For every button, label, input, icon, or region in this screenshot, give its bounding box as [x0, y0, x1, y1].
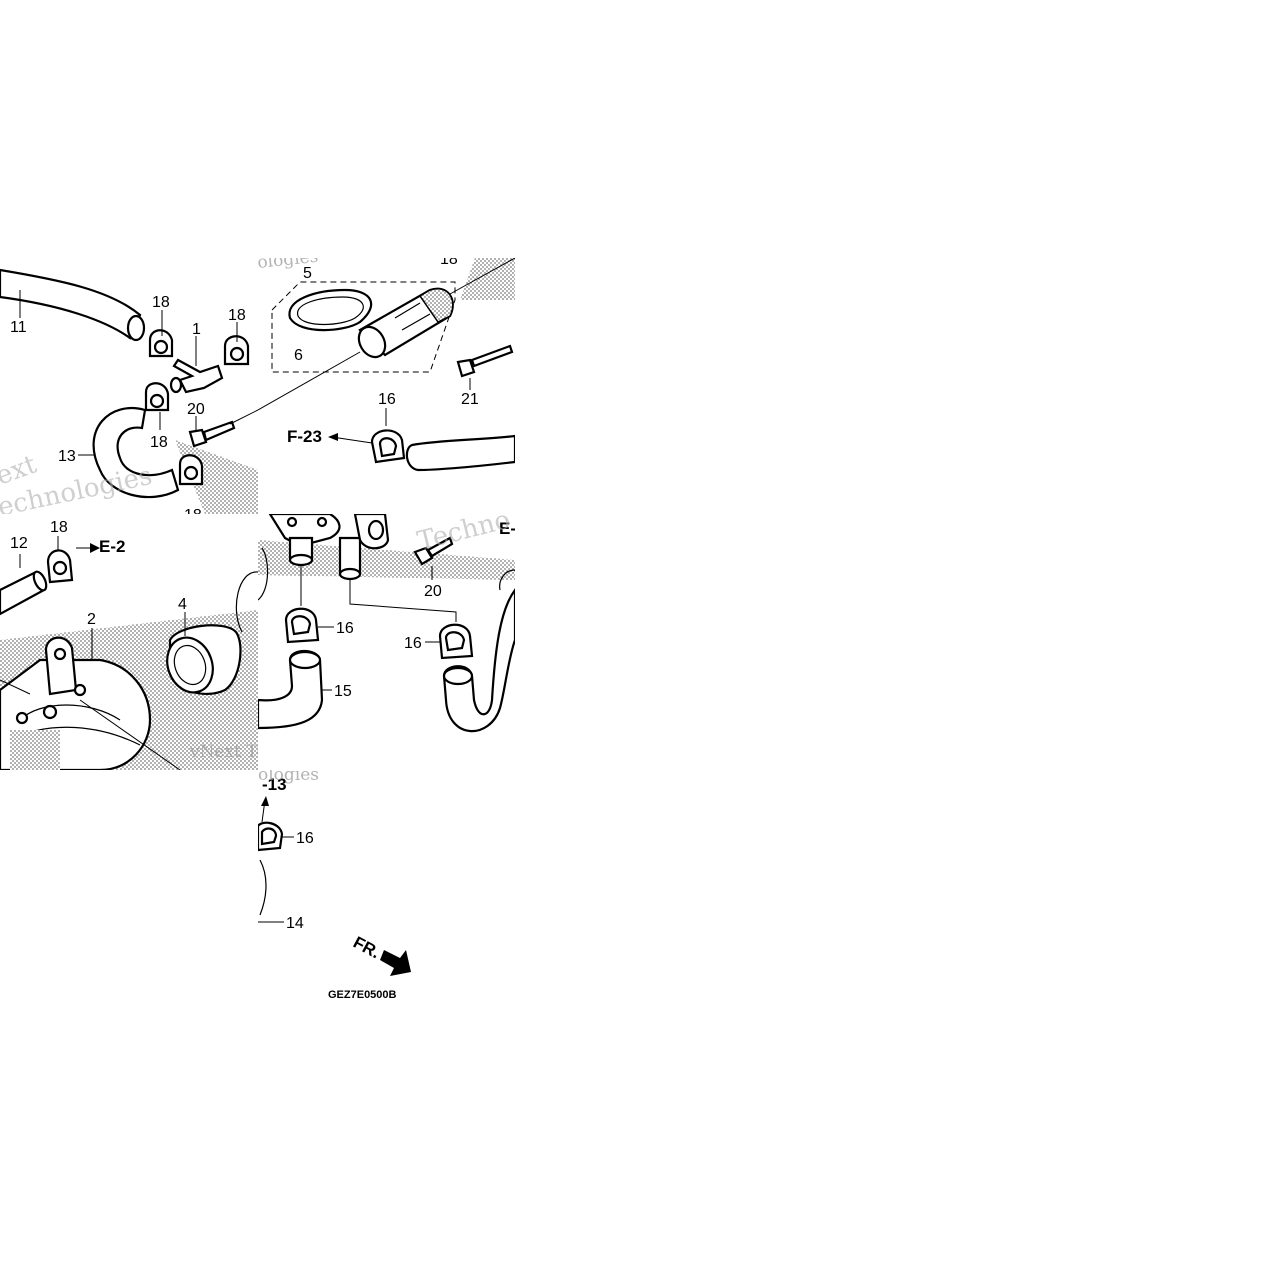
tile-hose-14: -13 16 14 FR. GEZ7E0500B ologies	[258, 765, 411, 1001]
label-14: 14	[286, 915, 304, 932]
label-4: 4	[178, 596, 187, 613]
ref-f13: -13	[262, 775, 287, 794]
ref-e2: E-2	[99, 537, 125, 556]
label-18-c: 18	[150, 434, 168, 451]
label-6: 6	[294, 347, 303, 364]
ref-e-cut: E-	[499, 519, 516, 538]
label-2: 2	[87, 611, 96, 628]
label-18-b: 18	[228, 307, 246, 324]
label-12: 12	[10, 535, 28, 552]
hose-13	[92, 407, 180, 499]
tile-hoses-upper-left: 11 18 1 18 18 20 13 18 ext echnologies	[0, 268, 258, 524]
hose-right	[442, 588, 515, 733]
label-16-a: 16	[378, 391, 396, 408]
diagram-code: GEZ7E0500B	[328, 989, 397, 1001]
tile-pump-lower-left: 12 18 E-2 2 4 vNext Tec	[0, 519, 276, 770]
label-18-e: 18	[440, 251, 458, 268]
watermark-8: ologies	[258, 765, 319, 785]
label-16-d: 16	[296, 830, 314, 847]
pump-outlets	[268, 514, 390, 581]
watermark-4: vNext Tec	[189, 742, 276, 762]
label-20-b: 20	[424, 583, 442, 600]
label-18-a: 18	[152, 294, 170, 311]
three-way-joint-1	[169, 358, 224, 394]
tile-filter-upper-right: 5 6 21 16 18 F-23 ologies	[258, 251, 515, 472]
nut-20-b	[413, 536, 454, 566]
clamp-18-f	[46, 549, 74, 584]
label-5: 5	[303, 265, 312, 282]
ref-f23: F-23	[287, 427, 322, 446]
label-15: 15	[334, 683, 352, 700]
label-16-c: 16	[404, 635, 422, 652]
label-18-d: 18	[184, 507, 202, 524]
watermark-6: Techno	[414, 505, 513, 557]
clamp-18-c	[144, 382, 170, 412]
label-18-f: 18	[50, 519, 68, 536]
shaded-area	[258, 540, 515, 580]
clamp-18-b	[223, 335, 250, 366]
tile-pump-lower-right: 20 16 16 15 E- Techno vN	[258, 505, 516, 765]
clamp-18-a	[148, 329, 174, 358]
clamp-16-d	[258, 821, 284, 852]
label-front: FR.	[350, 933, 383, 963]
label-11: 11	[10, 319, 27, 336]
label-21: 21	[461, 391, 479, 408]
hose-11-end	[126, 314, 146, 342]
clamp-16-b	[284, 607, 320, 644]
label-1: 1	[192, 321, 201, 338]
clamp-16-a	[370, 429, 406, 464]
label-13: 13	[58, 448, 76, 465]
hose-to-f23	[405, 434, 515, 472]
label-20-a: 20	[187, 401, 205, 418]
fuel-pump-2	[0, 636, 152, 770]
filter-dashed-box	[271, 281, 456, 373]
fuel-filter-5	[357, 287, 454, 359]
bolt-20-a	[188, 420, 236, 448]
clamp-16-c	[438, 623, 474, 660]
front-arrow-icon	[380, 950, 411, 976]
label-16-b: 16	[336, 620, 354, 637]
bolt-21	[456, 344, 514, 378]
clamp-18-d	[178, 454, 204, 486]
shaded-area	[460, 258, 515, 300]
seal-4	[166, 624, 242, 695]
